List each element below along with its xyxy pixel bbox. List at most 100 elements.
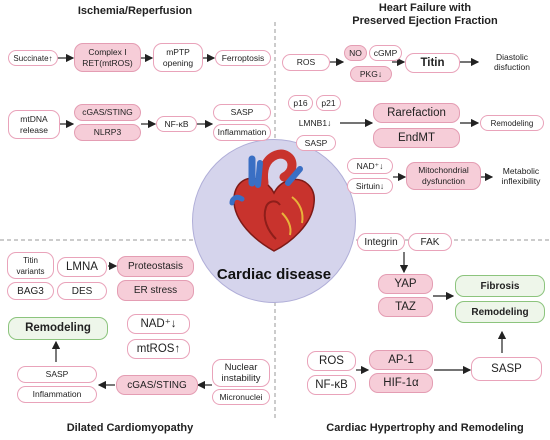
nad-node-hfpef: NAD⁺↓	[347, 158, 393, 174]
sirtuin-node: Sirtuin↓	[347, 178, 393, 194]
fibrosis-node: Fibrosis	[455, 275, 545, 297]
p21-node: p21	[316, 95, 341, 111]
no-label: NO	[349, 47, 362, 58]
integrin-label: Integrin	[364, 236, 398, 248]
mtdna-label: mtDNA	[20, 113, 48, 124]
ischemia-title: Ischemia/Reperfusion	[77, 5, 193, 17]
dcm-title: Dilated Cardiomyopathy	[66, 422, 194, 434]
nfkb-node-hypertrophy: NF-κB	[307, 375, 356, 395]
mito-line2: dysfunction	[422, 176, 465, 186]
inflammation-node-dcm: Inflammation	[17, 386, 97, 403]
heart-icon	[229, 149, 315, 252]
mtros-node: mtROS↑	[127, 339, 190, 359]
ros-node-hfpef: ROS	[282, 54, 330, 71]
sirtuin-label: Sirtuin↓	[355, 180, 385, 191]
ap1-node: AP-1	[369, 350, 433, 370]
micronuclei-node: Micronuclei	[212, 389, 270, 405]
hypertrophy-title: Cardiac Hypertrophy and Remodeling	[326, 422, 524, 434]
nlrp3-label: NLRP3	[93, 127, 122, 137]
metabolic-line1: Metabolic	[502, 166, 540, 176]
proteostasis-label: Proteostasis	[127, 261, 184, 272]
ferroptosis-label: Ferroptosis	[221, 52, 265, 63]
bag3-node: BAG3	[7, 282, 54, 300]
hfpef-title-line1: Heart Failure with	[378, 2, 472, 14]
nfkb-label-hypertrophy: NF-κB	[315, 378, 348, 391]
release-label: release	[20, 124, 48, 135]
fibrosis-label: Fibrosis	[480, 280, 520, 292]
pkg-node: PKG↓	[350, 66, 392, 82]
rarefaction-label: Rarefaction	[387, 106, 446, 119]
sasp-node-hfpef: SASP	[296, 135, 336, 151]
proteostasis-node: Proteostasis	[117, 256, 194, 277]
cgmp-node: cGMP	[369, 45, 402, 61]
nlrp3-node: NLRP3	[74, 124, 141, 141]
titin-node: Titin	[405, 53, 460, 73]
sasp-node-dcm: SASP	[17, 366, 97, 383]
nuclear-line2: instability	[221, 373, 261, 384]
pkg-label: PKG↓	[359, 68, 383, 79]
ferroptosis-node: Ferroptosis	[215, 50, 271, 66]
sasp-label-dcm: SASP	[45, 369, 69, 379]
nad-label-hfpef: NAD⁺↓	[356, 160, 384, 171]
lmnb1-text: LMNB1↓	[298, 118, 332, 128]
hif1a-label: HIF-1α	[383, 376, 419, 389]
remodeling-label-hfpef: Remodeling	[490, 118, 534, 128]
sasp-node-top: SASP	[213, 104, 271, 121]
titin-variants-line1: Titin	[23, 255, 38, 265]
nfkb-label-top: NF-κB	[164, 118, 189, 129]
succinate-label: Succinate↑	[13, 53, 53, 63]
endmt-node: EndMT	[373, 128, 460, 148]
des-node: DES	[57, 282, 107, 300]
sasp-node-hypertrophy: SASP	[471, 357, 542, 381]
ros-label-hfpef: ROS	[296, 57, 316, 67]
micronuclei-label: Micronuclei	[219, 391, 263, 402]
mptp-label: mPTP	[166, 46, 190, 57]
hif1a-node: HIF-1α	[369, 373, 433, 393]
integrin-node: Integrin	[357, 233, 405, 251]
complex-label: Complex I	[88, 46, 127, 57]
ret-label: RET(mtROS)	[82, 57, 133, 68]
nfkb-node-top: NF-κB	[156, 116, 197, 132]
remodeling-node-hypertrophy: Remodeling	[455, 301, 545, 323]
fak-node: FAK	[408, 233, 452, 251]
ap1-label: AP-1	[388, 353, 414, 366]
remodeling-node-dcm: Remodeling	[8, 317, 108, 340]
remodeling-label-hypertrophy: Remodeling	[471, 306, 529, 318]
nuclear-line1: Nuclear	[224, 362, 258, 373]
taz-node: TAZ	[378, 297, 433, 317]
mtros-label: mtROS↑	[136, 342, 181, 355]
sasp-label-hfpef: SASP	[304, 137, 328, 148]
center-label: Cardiac disease	[216, 266, 332, 283]
no-node: NO	[344, 45, 367, 61]
diastolic-line1: Diastolic	[495, 52, 529, 62]
yap-node: YAP	[378, 274, 433, 294]
mito-line1: Mitochondrial	[418, 165, 469, 175]
ros-label-hypertrophy: ROS	[319, 354, 344, 367]
sasp-label-top: SASP	[230, 107, 254, 117]
p21-label: p21	[321, 97, 336, 108]
taz-label: TAZ	[395, 300, 416, 313]
fak-label: FAK	[420, 236, 440, 248]
nad-label-dcm: NAD⁺↓	[140, 317, 177, 330]
lmna-node: LMNA	[57, 257, 107, 277]
rarefaction-node: Rarefaction	[373, 103, 460, 123]
titin-variants-line2: variants	[16, 266, 45, 276]
ros-node-hypertrophy: ROS	[307, 351, 356, 371]
cgas-sting-node-dcm: cGAS/STING	[116, 375, 198, 395]
titin-label: Titin	[420, 56, 445, 69]
succinate-node: Succinate↑	[8, 50, 58, 66]
des-label: DES	[71, 285, 93, 297]
inflammation-node-top: Inflammation	[213, 124, 271, 141]
er-stress-node: ER stress	[117, 280, 194, 301]
remodeling-label-dcm: Remodeling	[25, 322, 91, 334]
nad-node-dcm: NAD⁺↓	[127, 314, 190, 334]
yap-label: YAP	[394, 277, 417, 290]
hfpef-title-line2: Preserved Ejection Fraction	[352, 15, 498, 27]
sasp-label-hypertrophy: SASP	[491, 362, 522, 375]
